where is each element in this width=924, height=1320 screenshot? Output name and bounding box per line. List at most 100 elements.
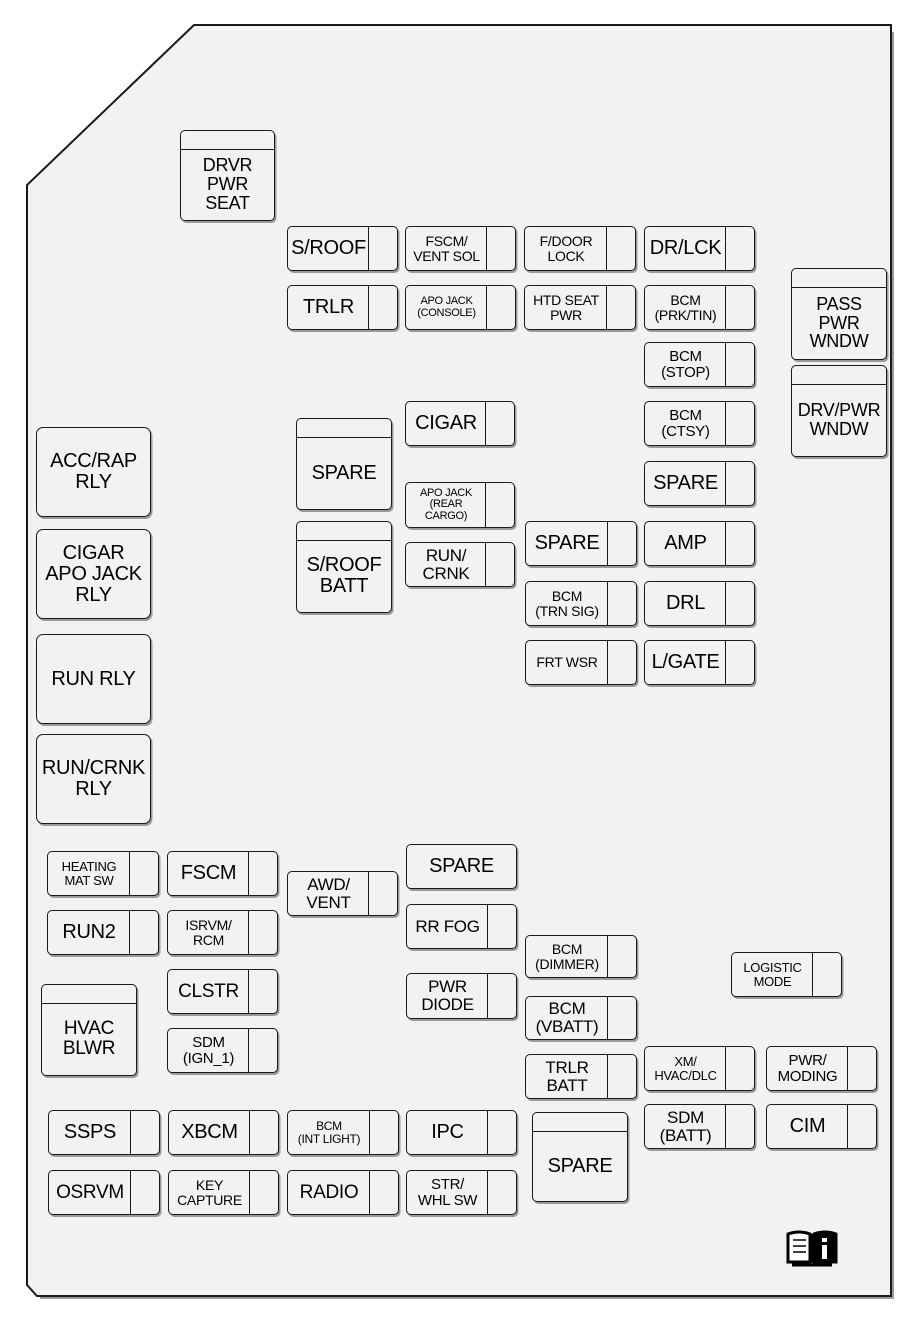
fuse-trlr-batt: TRLR BATT — [525, 1054, 637, 1099]
fuse-label: BCM (DIMMER) — [535, 940, 599, 972]
fuse-label: F/DOOR LOCK — [539, 232, 593, 264]
fuse-run-crnk-fuse: RUN/ CRNK — [405, 542, 515, 587]
fuse-tab — [487, 1171, 516, 1214]
fuse-str-whl-sw: STR/ WHL SW — [406, 1170, 517, 1215]
fuse-label: RUN2 — [62, 921, 116, 943]
relay-cap — [533, 1113, 627, 1132]
fuse-label: CIGAR — [415, 412, 477, 434]
fuse-label: RUN/ CRNK — [422, 545, 470, 583]
fuse-spare-mid: SPARE — [525, 521, 637, 566]
fuse-label: KEY CAPTURE — [177, 1176, 242, 1208]
fuse-label: SDM (IGN_1) — [182, 1033, 235, 1067]
fuse-label: OSRVM — [56, 1181, 124, 1203]
fuse-tab — [607, 1055, 636, 1098]
fuse-pwr-moding: PWR/ MODING — [766, 1046, 877, 1091]
fuse-cigar-apo-jack-rly: CIGAR APO JACK RLY — [36, 529, 151, 619]
fuse-label: ACC/RAP RLY — [50, 450, 137, 493]
relay-cap — [792, 269, 886, 288]
fuse-tab — [847, 1047, 876, 1090]
fuse-tab — [725, 582, 754, 625]
fuse-tab — [607, 997, 636, 1039]
fuse-label: FSCM — [180, 862, 237, 884]
fuse-spare-bottom: SPARE — [532, 1112, 628, 1202]
fuse-tab — [486, 286, 515, 329]
fuse-acc-rap-rly: ACC/RAP RLY — [36, 427, 151, 517]
fuse-tab — [129, 852, 158, 895]
fuse-label: SPARE — [429, 855, 494, 877]
fuse-tab — [249, 1171, 278, 1214]
relay-cap — [792, 366, 886, 385]
fuse-label: XM/ HVAC/DLC — [654, 1053, 717, 1083]
fuse-tab — [248, 852, 277, 895]
fuse-logistic-mode: LOGISTIC MODE — [731, 952, 842, 997]
fuse-xbcm: XBCM — [168, 1110, 279, 1155]
fuse-label: SPARE — [547, 1154, 613, 1177]
fuse-cim: CIM — [766, 1104, 877, 1149]
fuse-tab — [606, 286, 635, 329]
fuse-cigar-fuse: CIGAR — [405, 401, 515, 446]
fuse-tab — [725, 1047, 754, 1090]
fuse-label: STR/ WHL SW — [417, 1175, 478, 1209]
fuse-label: BCM (CTSY) — [661, 406, 710, 440]
fuse-label: SPARE — [311, 461, 377, 484]
fuse-ipc: IPC — [406, 1110, 517, 1155]
fuse-run-rly: RUN RLY — [36, 634, 151, 724]
fuse-label: CIM — [789, 1115, 826, 1137]
fuse-spare-right-1: SPARE — [644, 461, 755, 506]
fuse-bcm-dimmer: BCM (DIMMER) — [525, 935, 637, 978]
fuse-run-crnk-rly: RUN/CRNK RLY — [36, 734, 151, 824]
fuse-f-door-lock: F/DOOR LOCK — [524, 226, 636, 271]
fuse-tab — [847, 1105, 876, 1148]
fuse-tab — [485, 483, 514, 527]
fuse-tab — [607, 522, 636, 565]
fuse-ssps: SSPS — [48, 1110, 160, 1155]
fuse-tab — [607, 936, 636, 977]
relay-cap — [181, 131, 274, 150]
fuse-l-gate: L/GATE — [644, 640, 755, 685]
fuse-tab — [130, 1171, 159, 1214]
fuse-tab — [485, 543, 514, 586]
fuse-s-roof: S/ROOF — [287, 226, 398, 271]
fuse-label: CIGAR APO JACK RLY — [45, 541, 142, 606]
fuse-label: ISRVM/ RCM — [185, 916, 232, 948]
fuse-label: SDM (BATT) — [659, 1107, 712, 1145]
fuse-label: RADIO — [299, 1181, 359, 1203]
fuse-tab — [487, 905, 516, 948]
fuse-sdm-ign-1: SDM (IGN_1) — [167, 1028, 278, 1073]
fuse-tab — [248, 911, 277, 954]
fuse-tab — [129, 911, 158, 954]
fuse-tab — [725, 522, 754, 565]
fuse-spare-top: SPARE — [296, 418, 392, 510]
fuse-label: FSCM/ VENT SOL — [413, 232, 480, 264]
fuse-label: HEATING MAT SW — [61, 858, 117, 888]
fuse-key-capture: KEY CAPTURE — [168, 1170, 279, 1215]
fuse-tab — [725, 343, 754, 386]
fuse-label: DRV/PWR WNDW — [797, 400, 881, 439]
fuse-label: PASS PWR WNDW — [809, 293, 869, 352]
fuse-label: DRVR PWR SEAT — [202, 155, 253, 213]
fuse-pass-pwr-wndw: PASS PWR WNDW — [791, 268, 887, 360]
fuse-label: PWR/ MODING — [777, 1051, 838, 1085]
fuse-xm-hvac-dlc: XM/ HVAC/DLC — [644, 1046, 755, 1091]
fuse-bcm-vbatt: BCM (VBATT) — [525, 996, 637, 1040]
fuse-bcm-stop: BCM (STOP) — [644, 342, 755, 387]
fuse-label: XBCM — [181, 1121, 238, 1143]
fuse-label: RUN RLY — [51, 667, 136, 690]
fuse-tab — [130, 1111, 159, 1154]
fuse-heating-mat-sw: HEATING MAT SW — [47, 851, 159, 896]
fuse-htd-seat-pwr: HTD SEAT PWR — [524, 285, 636, 330]
fuse-tab — [249, 1111, 278, 1154]
fuse-drvr-pwr-seat: DRVR PWR SEAT — [180, 130, 275, 221]
fuse-awd-vent: AWD/ VENT — [287, 871, 398, 916]
fuse-s-roof-batt: S/ROOF BATT — [296, 521, 392, 613]
fuse-tab — [368, 286, 397, 329]
fuse-label: BCM (STOP) — [661, 347, 710, 381]
fuse-tab — [606, 227, 635, 270]
fuse-run2: RUN2 — [47, 910, 159, 955]
fuse-tab — [812, 953, 841, 996]
fuse-fscm-vent-sol: FSCM/ VENT SOL — [405, 226, 516, 271]
fuse-tab — [248, 970, 277, 1013]
fuse-apo-jack-rear-cargo: APO JACK (REAR CARGO) — [405, 482, 515, 528]
fuse-label: RR FOG — [415, 916, 480, 936]
fuse-tab — [725, 286, 754, 329]
